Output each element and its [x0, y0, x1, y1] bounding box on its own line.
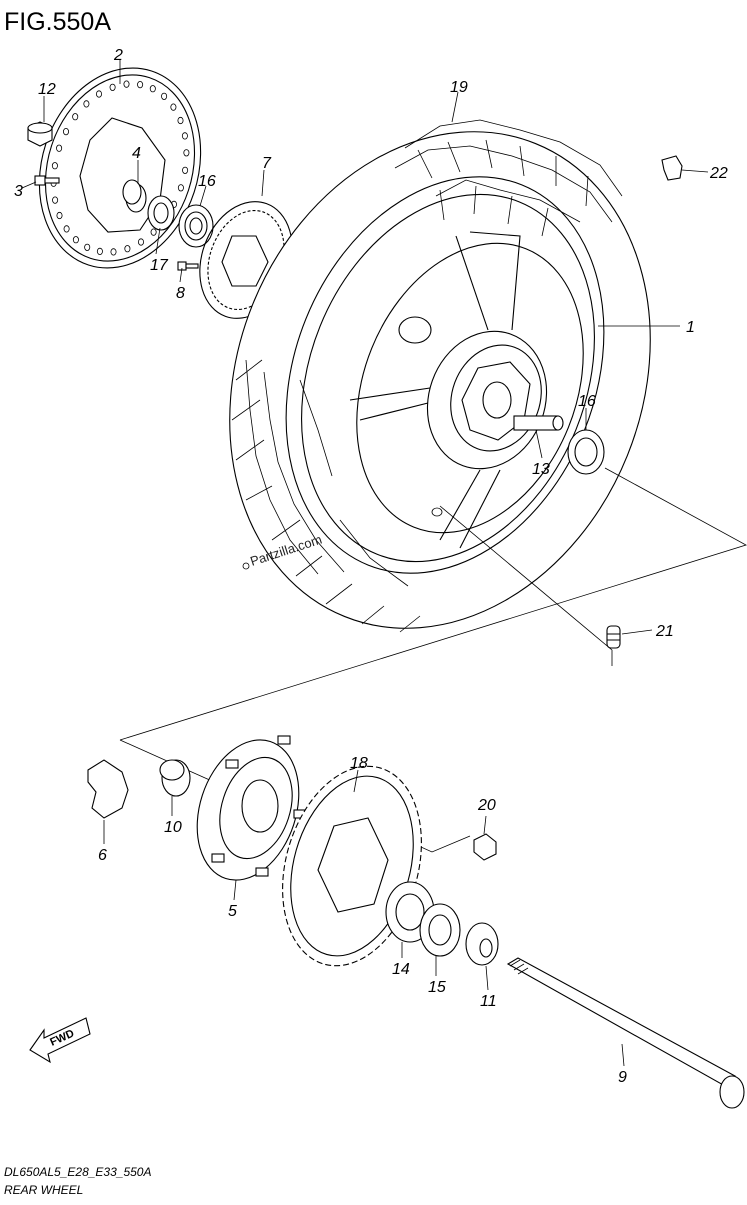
disc-hole	[181, 132, 188, 140]
disc-hole	[110, 248, 117, 256]
callout-17[interactable]: 17	[150, 257, 169, 274]
disc-hole	[177, 116, 184, 125]
disc-hole	[96, 247, 103, 255]
callout-6[interactable]: 6	[98, 847, 107, 864]
disc-hole	[56, 144, 63, 152]
callout-4[interactable]: 4	[132, 145, 141, 162]
callout-9[interactable]: 9	[618, 1069, 627, 1086]
sensor-ring-screw[interactable]	[177, 261, 199, 271]
disc-hole	[124, 245, 131, 253]
axle-spacer[interactable]	[465, 922, 499, 966]
disc-hole	[63, 225, 70, 233]
callout-10[interactable]: 10	[164, 819, 182, 836]
disc-hole	[63, 128, 70, 136]
callout-11[interactable]: 11	[480, 993, 497, 1010]
disc-hole	[170, 103, 177, 111]
callout-3[interactable]: 3	[14, 183, 23, 200]
callout-22[interactable]: 22	[709, 165, 728, 182]
disc-hole	[84, 243, 91, 251]
callout-21[interactable]: 21	[655, 623, 674, 640]
sprocket-nut[interactable]	[473, 833, 497, 861]
callout-leaders	[21, 60, 709, 1067]
callout-14[interactable]: 14	[392, 961, 410, 978]
disc-hole	[51, 162, 58, 170]
wheel-bearing-left[interactable]	[178, 204, 214, 248]
disc-hole	[137, 238, 144, 246]
callout-18[interactable]: 18	[350, 755, 368, 772]
oil-seal[interactable]	[147, 195, 175, 231]
tire-valve[interactable]	[606, 625, 621, 649]
callout-20[interactable]: 19	[450, 79, 468, 96]
section-name: REAR WHEEL	[4, 1183, 83, 1197]
disc-hole	[150, 228, 157, 236]
callout-16-left[interactable]: 16	[198, 173, 216, 190]
disc-hole	[161, 92, 168, 100]
callout-8[interactable]: 8	[176, 285, 185, 302]
disc-hole	[123, 80, 130, 88]
sprocket-oil-seal[interactable]	[419, 903, 461, 957]
callout-12[interactable]: 12	[38, 81, 56, 98]
callout-7[interactable]: 7	[262, 155, 272, 172]
disc-hole	[137, 81, 144, 89]
disc-hole	[182, 166, 189, 174]
brake-disc[interactable]	[14, 47, 225, 289]
disc-nut[interactable]	[27, 121, 53, 147]
callout-5[interactable]: 5	[228, 903, 237, 920]
callout-16-right[interactable]: 16	[578, 393, 596, 410]
tire-tread	[231, 119, 623, 633]
callout-2[interactable]: 2	[113, 47, 123, 64]
callout-19[interactable]: 20	[477, 797, 496, 814]
disc-bolt[interactable]	[34, 175, 60, 186]
sprocket-spacer[interactable]	[159, 759, 191, 797]
disc-hole	[149, 85, 156, 93]
disc-hole	[52, 196, 59, 204]
callout-labels: 2 12 3 4 16 7 17 8 19 1 16 13 22 21 6 10…	[14, 47, 728, 1086]
sprocket-drum[interactable]	[180, 727, 316, 894]
disc-hole	[109, 83, 116, 91]
disc-hole	[72, 236, 79, 244]
disc-hole	[72, 113, 79, 121]
disc-hole	[83, 100, 90, 108]
disc-hole	[56, 211, 63, 220]
figure-title: FIG.550A	[4, 8, 111, 36]
cush-drive-damper[interactable]	[87, 759, 129, 819]
fwd-arrow-icon: FWD	[29, 1017, 91, 1064]
callout-1[interactable]: 1	[686, 319, 695, 336]
disc-hole	[177, 184, 184, 192]
rear-wheel[interactable]	[157, 68, 723, 692]
wheel-bearing-right[interactable]	[567, 429, 605, 475]
callout-13[interactable]: 13	[532, 461, 550, 478]
model-code: DL650AL5_E28_E33_550A	[4, 1165, 151, 1179]
wheel-spacer-collar[interactable]	[513, 415, 564, 431]
disc-hole	[96, 90, 103, 98]
callout-15[interactable]: 15	[428, 979, 446, 996]
disc-hole	[183, 149, 190, 157]
balance-weight[interactable]	[661, 155, 683, 181]
disc-spacer[interactable]	[122, 179, 147, 213]
rear-axle[interactable]	[506, 957, 745, 1109]
